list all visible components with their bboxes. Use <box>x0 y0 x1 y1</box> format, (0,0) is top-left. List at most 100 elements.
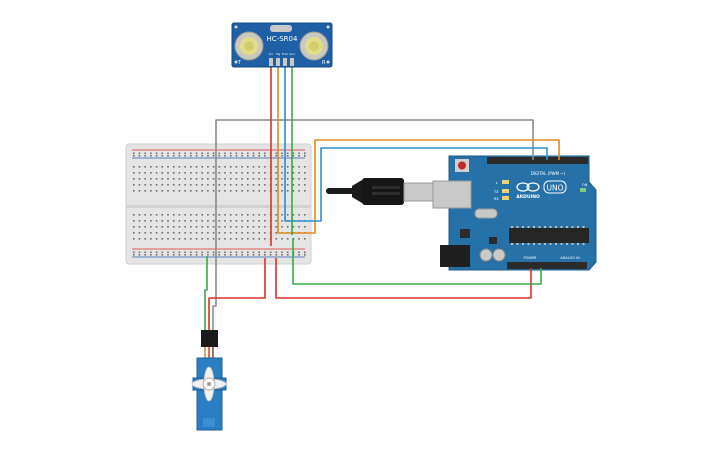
sensor-model: HC-SR04 <box>267 35 298 43</box>
breadboard-hole <box>281 226 283 228</box>
breadboard-hole <box>264 178 266 180</box>
breadboard-hole <box>304 178 306 180</box>
breadboard-hole <box>275 166 278 168</box>
dc-jack <box>440 245 470 267</box>
breadboard-hole <box>212 232 215 234</box>
breadboard-hole <box>138 184 141 186</box>
breadboard-hole <box>286 178 289 180</box>
breadboard-hole <box>138 155 141 157</box>
breadboard-hole <box>252 166 255 168</box>
breadboard-hole <box>144 178 146 180</box>
breadboard-hole <box>167 232 169 234</box>
breadboard-hole <box>190 172 192 174</box>
led-on <box>580 188 586 192</box>
breadboard-hole <box>133 254 135 256</box>
breadboard-hole <box>275 190 278 192</box>
breadboard-hole <box>247 172 249 174</box>
breadboard-hole <box>207 254 209 256</box>
breadboard-hole <box>229 152 232 155</box>
breadboard-hole <box>144 214 146 216</box>
breadboard-hole <box>201 178 203 180</box>
breadboard-hole <box>138 238 141 240</box>
wire-blue <box>284 66 548 222</box>
breadboard-hole <box>167 214 169 216</box>
breadboard-hole <box>190 152 192 155</box>
breadboard-hole <box>195 184 198 186</box>
breadboard-hole <box>195 178 198 180</box>
breadboard <box>125 143 312 265</box>
breadboard-hole <box>138 214 141 216</box>
breadboard-hole <box>201 214 203 216</box>
breadboard-hole <box>298 155 300 157</box>
sensor-right-mark: R <box>322 60 326 66</box>
breadboard-hole <box>252 232 255 234</box>
breadboard-hole <box>195 238 198 240</box>
breadboard-hole <box>247 214 249 216</box>
breadboard-hole <box>241 238 243 240</box>
breadboard-hole <box>241 152 243 155</box>
breadboard-hole <box>172 220 175 222</box>
breadboard-hole <box>195 155 198 157</box>
breadboard-hole <box>258 152 260 155</box>
breadboard-hole <box>195 166 198 168</box>
breadboard-hole <box>258 214 260 216</box>
breadboard-hole <box>155 184 158 186</box>
breadboard-hole <box>167 155 169 157</box>
breadboard-hole <box>190 251 192 254</box>
breadboard-hole <box>224 184 226 186</box>
servo-connector <box>201 330 218 347</box>
breadboard-hole <box>190 190 192 192</box>
ultrasonic-sensor: HC-SR04 T R Vcc Trig Echo Gnd <box>231 22 333 68</box>
breadboard-hole <box>190 232 192 234</box>
breadboard-hole <box>292 214 295 216</box>
mcu-pin <box>560 243 563 245</box>
breadboard-hole <box>292 172 295 174</box>
breadboard-hole <box>155 190 158 192</box>
breadboard-hole <box>167 190 169 192</box>
breadboard-hole <box>218 238 221 240</box>
mcu-pin <box>566 226 568 228</box>
breadboard-hole <box>133 232 135 234</box>
breadboard-hole <box>138 232 141 234</box>
breadboard-hole <box>161 214 164 216</box>
breadboard-hole <box>304 155 306 157</box>
breadboard-hole <box>138 220 141 222</box>
breadboard-hole <box>258 226 260 228</box>
breadboard-hole <box>224 220 226 222</box>
breadboard-hole <box>281 184 283 186</box>
breadboard-hole <box>229 251 232 254</box>
breadboard-hole <box>235 220 238 222</box>
breadboard-hole <box>258 232 260 234</box>
breadboard-hole <box>229 220 232 222</box>
breadboard-hole <box>247 232 249 234</box>
breadboard-hole <box>150 220 152 222</box>
breadboard-hole <box>218 152 221 155</box>
breadboard-hole <box>229 190 232 192</box>
breadboard-hole <box>167 172 169 174</box>
breadboard-hole <box>247 184 249 186</box>
breadboard-hole <box>252 220 255 222</box>
breadboard-hole <box>150 178 152 180</box>
breadboard-hole <box>252 226 255 228</box>
breadboard-hole <box>184 226 186 228</box>
breadboard-hole <box>235 232 238 234</box>
breadboard-hole <box>207 166 209 168</box>
breadboard-hole <box>133 190 135 192</box>
breadboard-hole <box>235 172 238 174</box>
breadboard-hole <box>155 152 158 155</box>
breadboard-hole <box>155 155 158 157</box>
breadboard-hole <box>241 254 243 256</box>
breadboard-hole <box>304 214 306 216</box>
mcu-pin <box>527 226 530 228</box>
mcu-pin <box>582 226 585 228</box>
breadboard-hole <box>258 166 260 168</box>
usb-cable <box>326 178 434 205</box>
arduino-logo-icon <box>516 182 530 192</box>
breadboard-hole <box>172 238 175 240</box>
pin-label-trig: Trig <box>276 52 281 56</box>
breadboard-hole <box>195 251 198 254</box>
breadboard-hole <box>144 155 146 157</box>
breadboard-hole <box>229 226 232 228</box>
breadboard-hole <box>161 190 164 192</box>
